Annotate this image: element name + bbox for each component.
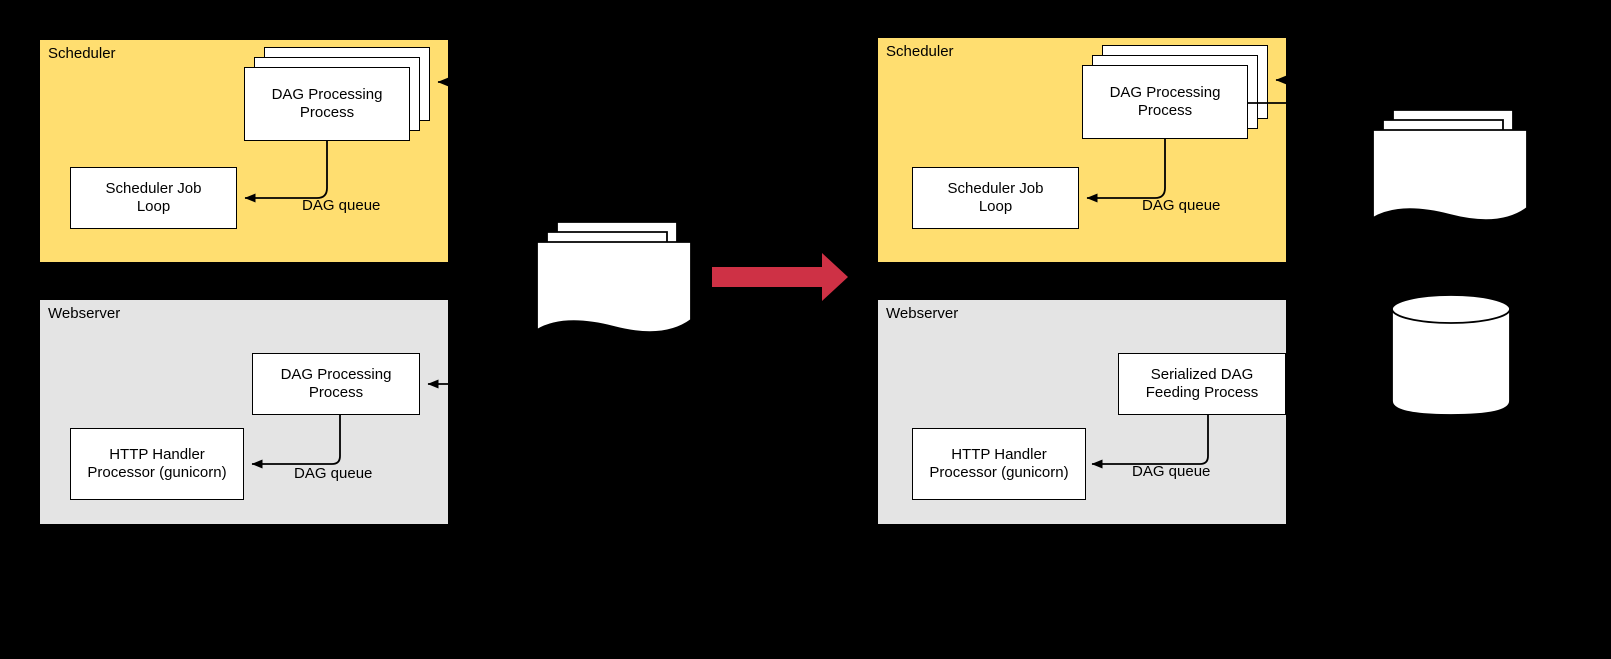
left-dag-processing-process[interactable]: DAG Processing Process: [244, 67, 410, 141]
sidebar-metadata-database-label: Metadata Database: [1418, 348, 1484, 385]
left-scheduler-job-loop[interactable]: Scheduler Job Loop: [70, 167, 237, 229]
left-scheduler-job-loop-text: Scheduler Job Loop: [105, 179, 202, 215]
center-dag-files-label: DAG Files: [580, 265, 650, 282]
right-webserver-dag-queue-label: DAG queue: [1132, 463, 1211, 480]
left-scheduler-dag-queue-label: DAG queue: [302, 197, 381, 214]
sidebar-dag-files-label: DAG Files: [1416, 154, 1486, 171]
right-scheduler-label: Scheduler: [886, 43, 954, 60]
left-dag-processing-process-text: DAG Processing Process: [271, 85, 383, 121]
left-webserver-dag-processing-process[interactable]: DAG Processing Process: [252, 353, 420, 415]
right-http-handler-processor[interactable]: HTTP Handler Processor (gunicorn): [912, 428, 1086, 500]
left-webserver-dag-processing-text: DAG Processing Process: [280, 365, 392, 401]
left-http-handler-processor[interactable]: HTTP Handler Processor (gunicorn): [70, 428, 244, 500]
left-scheduler-label: Scheduler: [48, 45, 116, 62]
right-dag-processing-process-text: DAG Processing Process: [1109, 83, 1221, 119]
right-scheduler-job-loop[interactable]: Scheduler Job Loop: [912, 167, 1079, 229]
right-http-handler-text: HTTP Handler Processor (gunicorn): [929, 445, 1069, 481]
right-serialized-feeder-text: Serialized DAG Feeding Process: [1145, 365, 1259, 401]
right-webserver-label: Webserver: [886, 305, 959, 322]
left-webserver-dag-queue-label: DAG queue: [294, 465, 373, 482]
right-scheduler-job-loop-text: Scheduler Job Loop: [947, 179, 1044, 215]
right-scheduler-dag-queue-label: DAG queue: [1142, 197, 1221, 214]
right-dag-processing-process[interactable]: DAG Processing Process: [1082, 65, 1248, 139]
left-webserver-label: Webserver: [48, 305, 121, 322]
right-serialized-dag-feeding-process[interactable]: Serialized DAG Feeding Process: [1118, 353, 1286, 415]
left-http-handler-text: HTTP Handler Processor (gunicorn): [87, 445, 227, 481]
transition-arrow: [712, 253, 848, 301]
